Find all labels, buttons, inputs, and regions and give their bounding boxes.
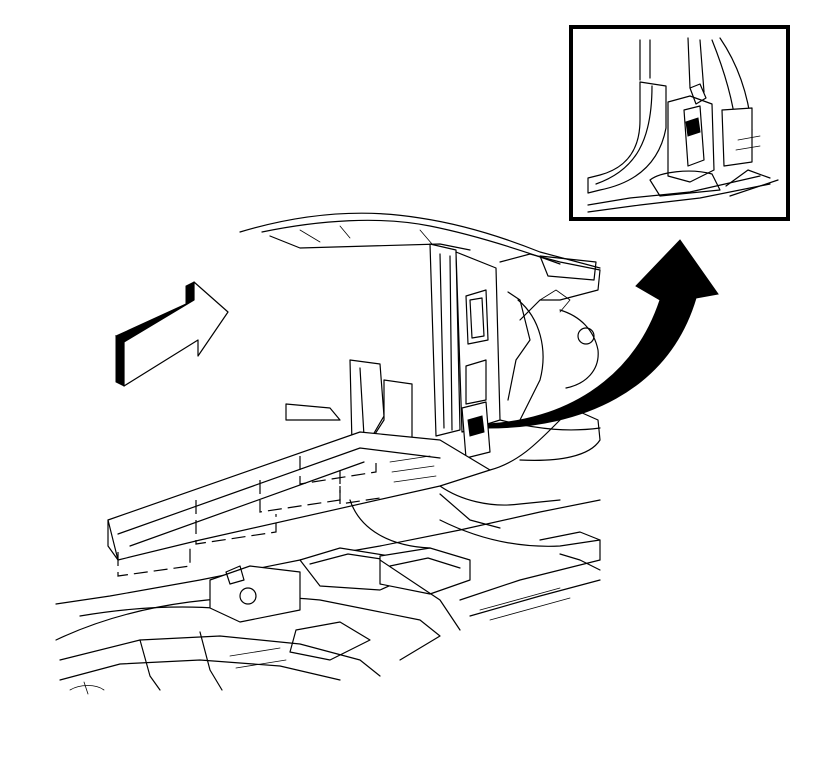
floor-pan	[55, 485, 601, 695]
rear-quarter	[489, 253, 601, 471]
rocker-sill	[107, 359, 491, 577]
detail-inset-drawing	[587, 37, 779, 213]
curved-callout-arrow-icon	[487, 239, 719, 429]
view-direction-arrow-icon	[115, 281, 229, 387]
roof-rail	[239, 212, 601, 269]
b-pillar	[429, 243, 501, 459]
main-body-drawing	[55, 212, 601, 695]
detail-inset	[569, 25, 790, 221]
